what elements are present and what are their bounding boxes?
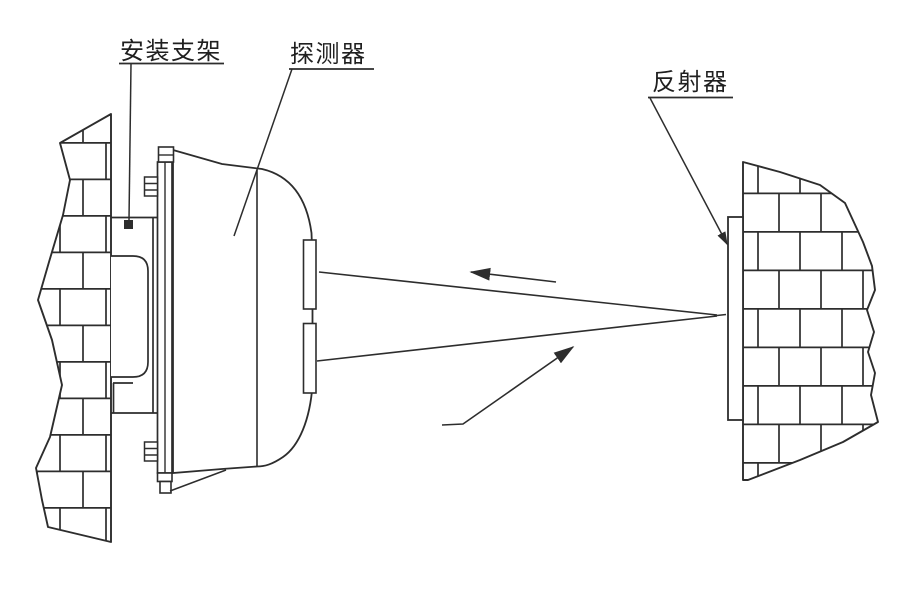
right-wall-brick-surface (742, 161, 879, 481)
label-reflector: 反射器 (652, 69, 729, 96)
left-wall (35, 113, 112, 543)
detector-bottom-cap (156, 472, 173, 483)
annotation-layer: 安装支架 探测器 反射器 (119, 38, 733, 246)
bracket-arm (111, 255, 149, 378)
detector-lens-upper (302, 239, 317, 310)
detector-unit (143, 146, 317, 494)
beam-paths (316, 267, 727, 426)
leader-detector (233, 68, 293, 237)
outgoing-beam-arrow (441, 346, 575, 426)
beam-lower (316, 315, 718, 362)
leader-endpoint-dot (124, 220, 133, 229)
leader-reflector (649, 97, 728, 246)
left-wall-brick-surface (35, 113, 112, 543)
detector-lens-lower (302, 322, 317, 394)
beam-upper (318, 271, 718, 316)
leader-mounting-bracket (128, 63, 132, 221)
detector-bolt-top (143, 176, 159, 197)
detector-housing (172, 148, 314, 474)
reflector-panel (727, 216, 744, 421)
detector-bolt-bottom (143, 441, 159, 462)
right-wall (742, 161, 879, 481)
label-mounting-bracket: 安装支架 (120, 38, 222, 65)
mounting-bracket (111, 216, 158, 414)
return-beam-arrow (469, 267, 557, 283)
label-detector: 探测器 (290, 41, 367, 68)
